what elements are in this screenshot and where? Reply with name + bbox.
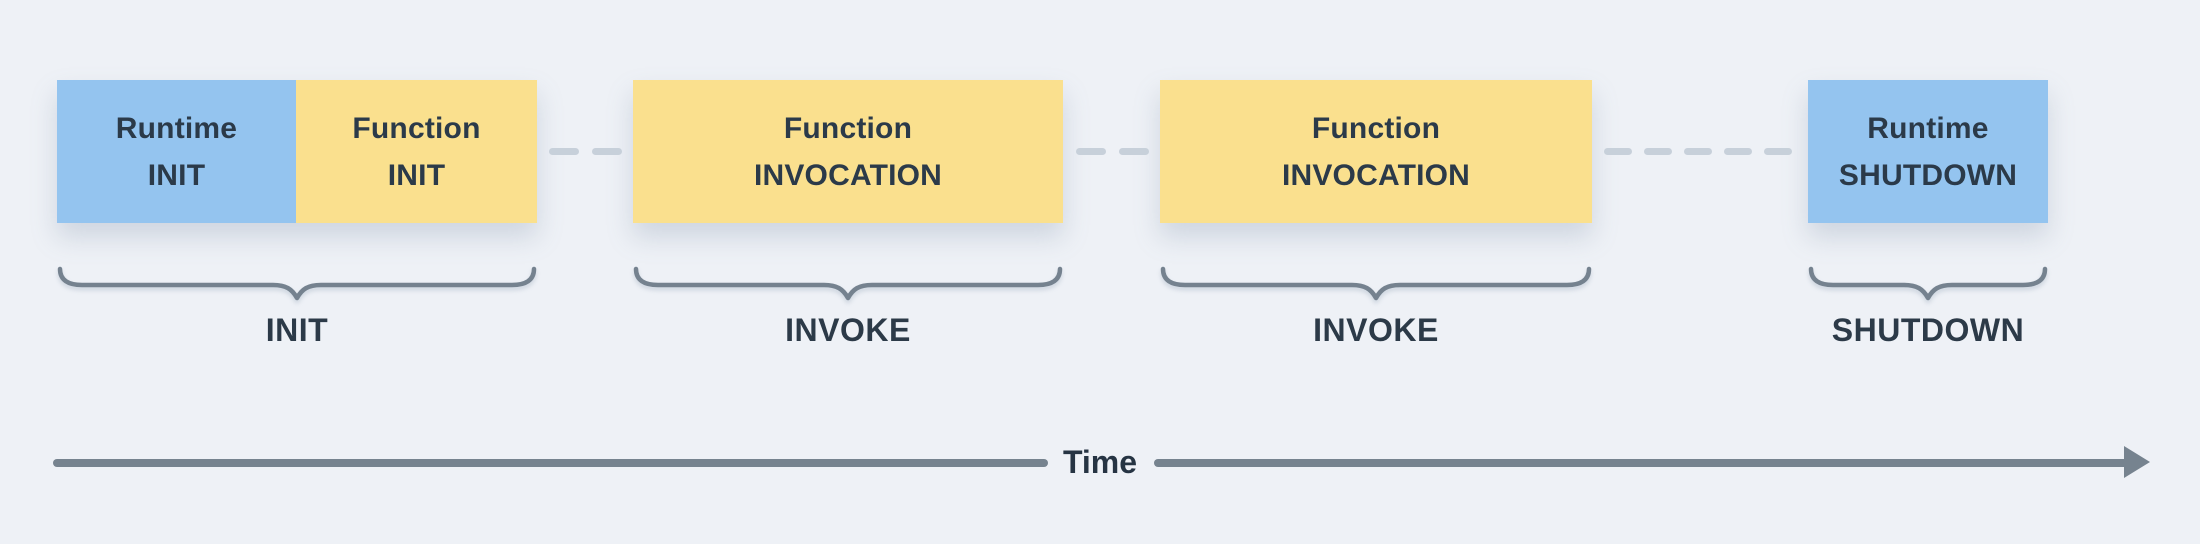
time-axis-right-segment: [1154, 459, 2128, 467]
function-init-line2: INIT: [387, 158, 446, 192]
runtime-shutdown-line1: Runtime: [1867, 111, 1989, 145]
function-invocation-1-group: Function INVOCATION: [633, 80, 1063, 223]
function-init-box: Function INIT: [296, 80, 537, 223]
connector-dash: [1604, 148, 1632, 155]
connector-dash: [1644, 148, 1672, 155]
function-invocation-2-line2: INVOCATION: [1281, 158, 1471, 192]
function-invocation-2-group: Function INVOCATION: [1160, 80, 1592, 223]
runtime-shutdown-line2: SHUTDOWN: [1838, 158, 2018, 192]
runtime-shutdown-box: Runtime SHUTDOWN: [1808, 80, 2048, 223]
time-axis-label: Time: [1062, 444, 1138, 480]
init-brace: [57, 266, 537, 301]
connector-dash: [1076, 148, 1106, 155]
runtime-init-line2: INIT: [147, 158, 206, 192]
function-invocation-1-box: Function INVOCATION: [633, 80, 1063, 223]
phase-label-invoke-1: INVOKE: [785, 312, 911, 348]
connector-dash: [1764, 148, 1792, 155]
runtime-shutdown-group: Runtime SHUTDOWN: [1808, 80, 2048, 223]
phase-label-shutdown: SHUTDOWN: [1831, 312, 2025, 348]
invoke-1-brace: [633, 266, 1063, 301]
time-axis-left-segment: [53, 459, 1048, 467]
shutdown-brace: [1808, 266, 2048, 301]
function-invocation-1-line1: Function: [783, 111, 913, 145]
function-init-line1: Function: [352, 111, 481, 145]
invoke-2-brace: [1160, 266, 1592, 301]
connector-dash: [1684, 148, 1712, 155]
connector-dash: [1119, 148, 1149, 155]
function-invocation-2-line1: Function: [1311, 111, 1441, 145]
phase-label-invoke-2: INVOKE: [1313, 312, 1439, 348]
connector-dash: [1724, 148, 1752, 155]
time-axis-arrowhead-icon: [2124, 446, 2150, 478]
runtime-init-box: Runtime INIT: [57, 80, 296, 223]
connector-dash: [592, 148, 622, 155]
init-boxes-group: Runtime INIT Function INIT: [57, 80, 537, 223]
phase-label-init: INIT: [265, 312, 329, 348]
runtime-init-line1: Runtime: [115, 111, 238, 145]
connector-dash: [549, 148, 579, 155]
function-invocation-2-box: Function INVOCATION: [1160, 80, 1592, 223]
function-invocation-1-line2: INVOCATION: [753, 158, 943, 192]
